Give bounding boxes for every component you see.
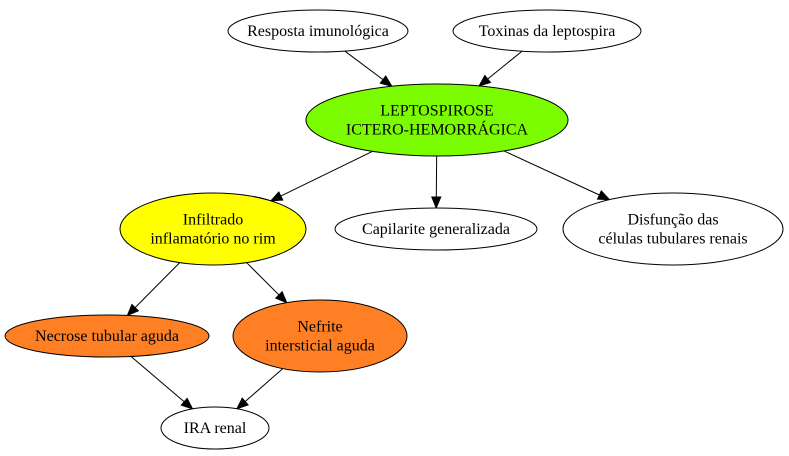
node-ellipse xyxy=(452,9,642,53)
node-label: IRA renal xyxy=(184,420,247,437)
edge-necrose-to-ira xyxy=(130,356,194,410)
node-label: Capilarite generalizada xyxy=(362,221,510,238)
edge-leptospirose-to-capilarite xyxy=(431,155,442,210)
edges-layer xyxy=(126,50,611,410)
arrowhead-icon xyxy=(235,397,250,410)
edge-line xyxy=(487,50,523,80)
node-ellipse xyxy=(160,406,270,450)
edge-nefrite-to-ira xyxy=(235,368,284,410)
node-ellipse xyxy=(232,299,408,373)
arrowhead-icon xyxy=(274,290,288,304)
node-disfuncao: Disfunção das células tubulares renais xyxy=(562,192,784,266)
edge-line xyxy=(344,50,384,81)
node-ellipse xyxy=(119,192,307,266)
edge-leptospirose-to-disfuncao xyxy=(503,150,611,201)
edge-line xyxy=(130,356,185,403)
edge-line xyxy=(280,150,373,197)
arrowhead-icon xyxy=(126,303,140,317)
edge-leptospirose-to-infiltrado xyxy=(269,150,373,202)
node-label: Infiltrado xyxy=(183,212,243,229)
node-label: Necrose tubular aguda xyxy=(35,328,179,345)
edge-infiltrado-to-necrose xyxy=(126,262,181,317)
node-ellipse xyxy=(4,314,210,358)
arrowhead-icon xyxy=(269,191,284,202)
node-label: intersticial aguda xyxy=(265,338,375,355)
node-ellipse xyxy=(305,83,569,157)
arrowhead-icon xyxy=(596,190,611,201)
node-toxinas: Toxinas da leptospira xyxy=(452,9,642,53)
node-ellipse xyxy=(562,192,784,266)
node-nefrite: Nefrite intersticial aguda xyxy=(232,299,408,373)
node-ellipse xyxy=(227,9,409,53)
edge-toxinas-to-leptospirose xyxy=(478,50,523,87)
node-label: Disfunção das xyxy=(627,212,718,229)
arrowhead-icon xyxy=(379,75,393,87)
edge-infiltrado-to-nefrite xyxy=(246,262,288,304)
node-resposta: Resposta imunológica xyxy=(227,9,409,53)
node-capilarite: Capilarite generalizada xyxy=(334,207,538,251)
node-label: inflamatório no rim xyxy=(150,231,276,248)
node-necrose: Necrose tubular aguda xyxy=(4,314,210,358)
nodes-layer: Resposta imunológica Toxinas da leptospir… xyxy=(4,9,784,450)
node-label: Nefrite xyxy=(297,319,342,336)
node-ira: IRA renal xyxy=(160,406,270,450)
arrowhead-icon xyxy=(431,196,442,210)
edge-line xyxy=(246,262,280,296)
edge-line xyxy=(134,262,181,308)
node-label: Resposta imunológica xyxy=(247,23,389,40)
edge-line xyxy=(244,368,284,402)
node-ellipse xyxy=(334,207,538,251)
edge-resposta-to-leptospirose xyxy=(344,50,393,87)
node-label: células tubulares renais xyxy=(598,231,747,248)
node-label: ICTERO-HEMORRÁGICA xyxy=(346,120,529,139)
arrowhead-icon xyxy=(478,74,492,87)
node-label: LEPTOSPIROSE xyxy=(380,103,494,120)
arrowhead-icon xyxy=(180,397,194,410)
node-infiltrado: Infiltrado inflamatório no rim xyxy=(119,192,307,266)
node-label: Toxinas da leptospira xyxy=(479,23,616,40)
edge-line xyxy=(503,150,600,196)
